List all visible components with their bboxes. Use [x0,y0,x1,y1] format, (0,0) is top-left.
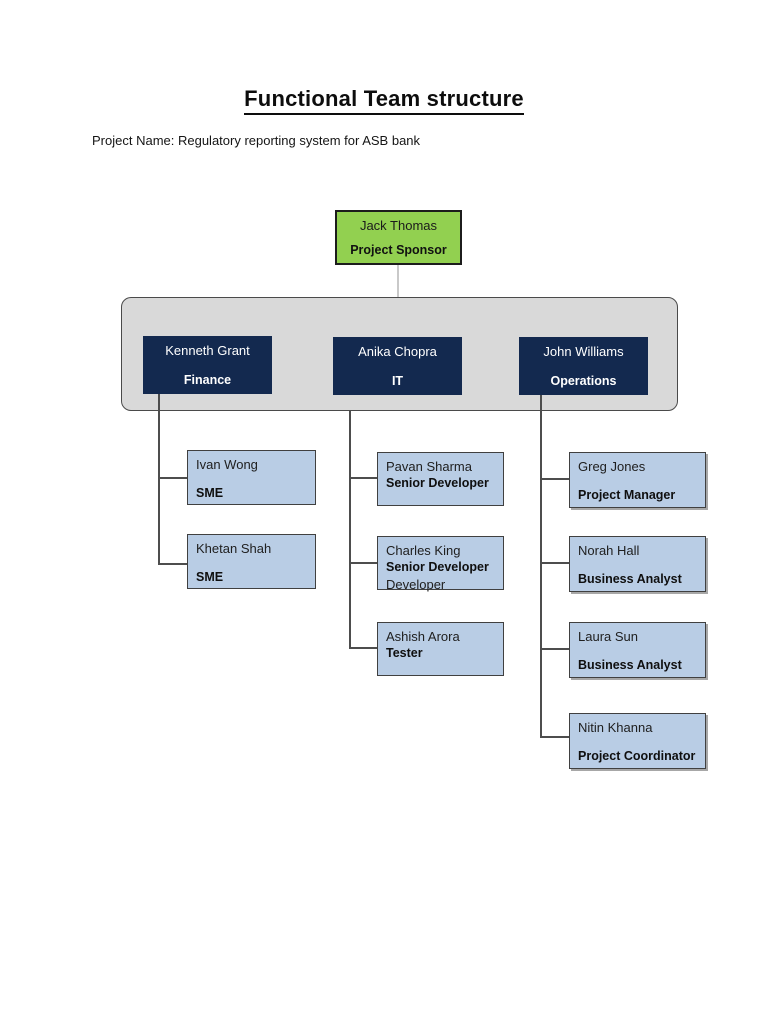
dept-finance-role: Finance [183,373,232,387]
member-box-norah-hall: Norah Hall Business Analyst [569,536,706,592]
member-extra-role: Developer [386,577,446,592]
member-box-ivan-wong: Ivan Wong SME [187,450,316,505]
project-name-line: Project Name: Regulatory reporting syste… [92,133,421,148]
connector-operations-stub-4 [540,736,569,738]
member-role: Project Manager [578,488,676,502]
member-box-charles-king: Charles King Senior Developer Developer [377,536,504,592]
member-box-nitin-khanna: Nitin Khanna Project Coordinator [569,713,706,769]
connector-operations-stub-3 [540,648,569,650]
connector-finance-stub-2 [158,563,187,565]
connector-finance-stub-1 [158,477,187,479]
connector-operations-stub-2 [540,562,569,564]
member-box-khetan-shah: Khetan Shah SME [187,534,316,589]
member-name: Ashish Arora [386,629,460,644]
member-name: Ivan Wong [196,457,258,472]
member-role: Project Coordinator [578,749,696,763]
member-role: Tester [386,646,423,660]
member-name: Norah Hall [578,543,640,558]
dept-operations-role: Operations [550,374,617,388]
connector-it-stub-1 [349,477,377,479]
member-name: Pavan Sharma [386,459,472,474]
dept-box-operations: John Williams Operations [519,337,648,395]
member-name: Khetan Shah [196,541,272,556]
page-title: Functional Team structure [244,86,524,115]
member-role: Business Analyst [578,658,682,672]
member-box-ashish-arora: Ashish Arora Tester [377,622,504,676]
sponsor-role: Project Sponsor [350,243,447,257]
connector-sponsor-line [397,265,399,297]
connector-operations-stub-1 [540,478,569,480]
member-name: Nitin Khanna [578,720,653,735]
connector-operations-trunk [540,395,542,738]
dept-it-role: IT [391,374,404,388]
member-box-laura-sun: Laura Sun Business Analyst [569,622,706,678]
dept-box-finance: Kenneth Grant Finance [143,336,272,394]
member-name: Laura Sun [578,629,638,644]
dept-operations-name: John Williams [543,344,624,359]
member-box-greg-jones: Greg Jones Project Manager [569,452,706,508]
connector-finance-trunk [158,393,160,565]
sponsor-name: Jack Thomas [359,218,438,233]
member-role: Business Analyst [578,572,682,586]
member-name: Charles King [386,543,461,558]
dept-finance-name: Kenneth Grant [165,343,250,358]
member-name: Greg Jones [578,459,646,474]
dept-it-name: Anika Chopra [358,344,437,359]
member-role: Senior Developer [386,560,489,574]
connector-it-stub-2 [349,562,377,564]
page-title-wrap: Functional Team structure [0,86,768,115]
member-role: SME [196,570,224,584]
member-box-pavan-sharma: Pavan Sharma Senior Developer [377,452,504,506]
connector-it-trunk [349,411,351,649]
member-role: SME [196,486,224,500]
member-role: Senior Developer [386,476,489,490]
dept-box-it: Anika Chopra IT [333,337,462,395]
connector-it-stub-3 [349,647,377,649]
sponsor-box: Jack Thomas Project Sponsor [335,210,462,265]
